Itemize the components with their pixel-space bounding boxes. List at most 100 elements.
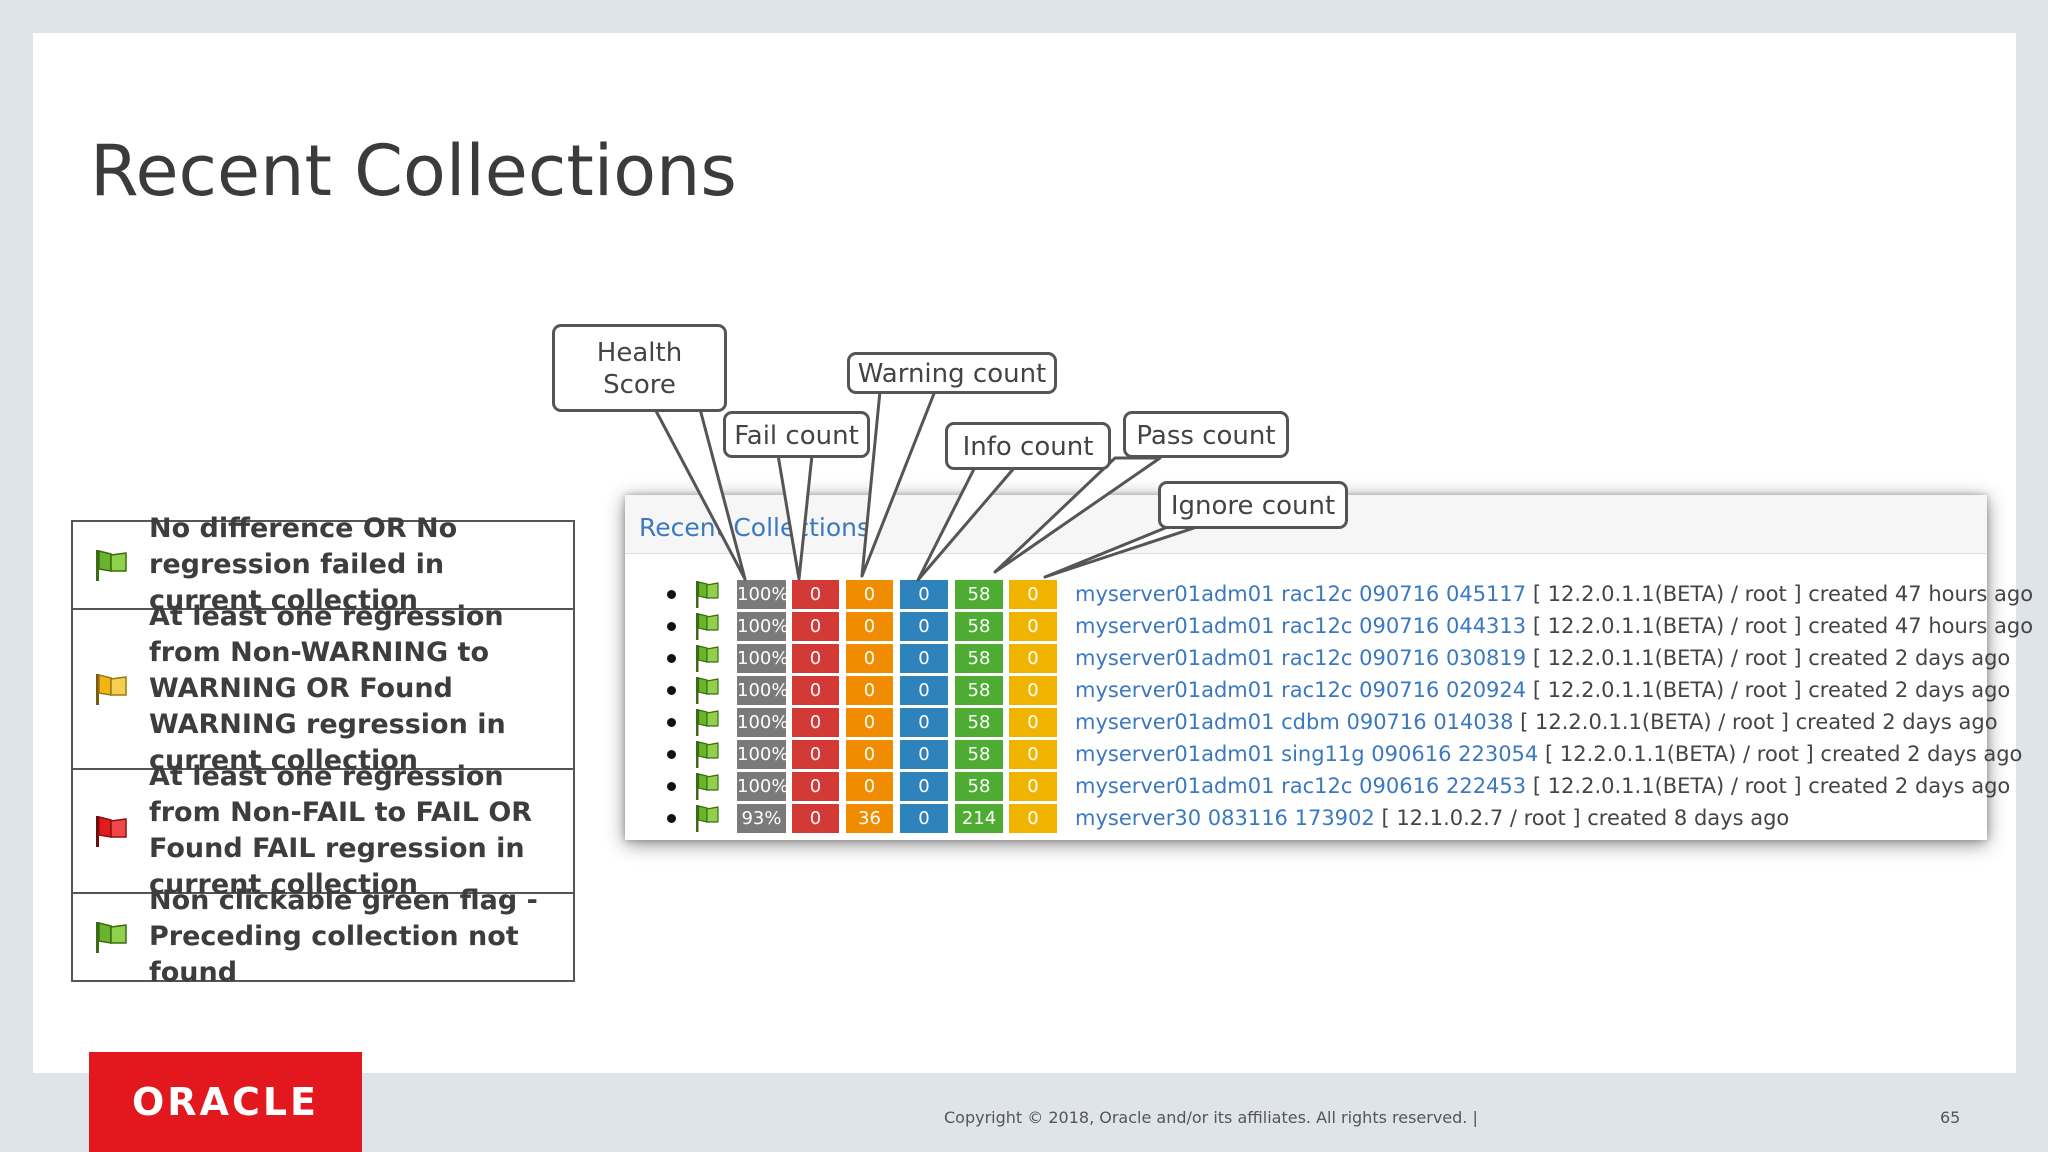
health-score-badge: 100% bbox=[737, 676, 786, 705]
fail-count-badge: 0 bbox=[792, 644, 839, 673]
health-score-badge: 100% bbox=[737, 644, 786, 673]
fail-count-badge: 0 bbox=[792, 708, 839, 737]
collection-info: myserver01adm01 rac12c 090716 045117 [ 1… bbox=[1075, 582, 2033, 606]
pass-count-badge: 58 bbox=[955, 580, 1003, 609]
warning-count-badge: 0 bbox=[846, 580, 893, 609]
bullet bbox=[667, 622, 676, 631]
green-flag-icon[interactable] bbox=[693, 675, 721, 709]
bullet bbox=[667, 718, 676, 727]
yellow-flag-icon bbox=[73, 671, 149, 707]
warning-count-badge: 36 bbox=[846, 804, 893, 833]
fail-count-badge: 0 bbox=[792, 772, 839, 801]
warning-count-badge: 0 bbox=[846, 612, 893, 641]
green-flag-icon[interactable] bbox=[693, 643, 721, 677]
fail-count-badge: 0 bbox=[792, 580, 839, 609]
ignore-count-badge: 0 bbox=[1009, 804, 1057, 833]
collection-link[interactable]: myserver01adm01 rac12c 090716 020924 bbox=[1075, 678, 1527, 702]
green-flag-icon[interactable] bbox=[693, 803, 721, 837]
red-flag-icon bbox=[73, 813, 149, 849]
callout-label: Info count bbox=[962, 432, 1094, 462]
flag-legend-table: No difference OR No regression failed in… bbox=[71, 513, 575, 988]
collection-link[interactable]: myserver01adm01 cdbm 090716 014038 bbox=[1075, 710, 1514, 734]
warning-count-badge: 0 bbox=[846, 644, 893, 673]
green-flag-icon[interactable] bbox=[693, 611, 721, 645]
collection-link[interactable]: myserver01adm01 rac12c 090616 222453 bbox=[1075, 774, 1527, 798]
green-flag-icon[interactable] bbox=[693, 739, 721, 773]
health-score-badge: 100% bbox=[737, 580, 786, 609]
green-flag-icon[interactable] bbox=[693, 771, 721, 805]
oracle-logo: ORACLE bbox=[89, 1052, 362, 1152]
pass-count-badge: 58 bbox=[955, 708, 1003, 737]
collection-meta: [ 12.2.0.1.1(BETA) / root ] created 2 da… bbox=[1532, 774, 2011, 798]
fail-count-badge: 0 bbox=[792, 676, 839, 705]
collection-meta: [ 12.2.0.1.1(BETA) / root ] created 47 h… bbox=[1532, 614, 2034, 638]
fail-count-badge: 0 bbox=[792, 612, 839, 641]
legend-row-yellow: At least one regression from Non-WARNING… bbox=[73, 601, 573, 776]
callout-label: Pass count bbox=[1136, 421, 1276, 451]
ignore-count-badge: 0 bbox=[1009, 708, 1057, 737]
page-title: Recent Collections bbox=[90, 130, 737, 212]
ignore-count-badge: 0 bbox=[1009, 676, 1057, 705]
collection-link[interactable]: myserver01adm01 rac12c 090716 030819 bbox=[1075, 646, 1527, 670]
health-score-callout: Health Score bbox=[552, 324, 727, 412]
info-count-badge: 0 bbox=[900, 580, 948, 609]
collection-meta: [ 12.2.0.1.1(BETA) / root ] created 2 da… bbox=[1544, 742, 2023, 766]
fail-count-callout: Fail count bbox=[723, 411, 870, 458]
green-flag-icon bbox=[73, 547, 149, 583]
bullet bbox=[667, 782, 676, 791]
collection-link[interactable]: myserver01adm01 sing11g 090616 223054 bbox=[1075, 742, 1539, 766]
collection-meta: [ 12.2.0.1.1(BETA) / root ] created 2 da… bbox=[1532, 678, 2011, 702]
info-count-badge: 0 bbox=[900, 740, 948, 769]
collection-meta: [ 12.2.0.1.1(BETA) / root ] created 2 da… bbox=[1520, 710, 1998, 734]
health-score-badge: 100% bbox=[737, 708, 786, 737]
bullet bbox=[667, 590, 676, 599]
ignore-count-badge: 0 bbox=[1009, 580, 1057, 609]
pass-count-badge: 214 bbox=[955, 804, 1003, 833]
health-score-badge: 100% bbox=[737, 772, 786, 801]
callout-label: Fail count bbox=[734, 421, 859, 451]
info-count-badge: 0 bbox=[900, 772, 948, 801]
info-count-badge: 0 bbox=[900, 612, 948, 641]
copyright-text: Copyright © 2018, Oracle and/or its affi… bbox=[944, 1108, 1478, 1127]
warning-count-callout: Warning count bbox=[847, 352, 1057, 394]
legend-text: No difference OR No regression failed in… bbox=[149, 513, 458, 616]
callout-label: Health Score bbox=[596, 338, 683, 400]
collection-info: myserver01adm01 rac12c 090716 020924 [ 1… bbox=[1075, 678, 2010, 702]
green-flag-icon bbox=[73, 919, 149, 955]
collection-info: myserver01adm01 sing11g 090616 223054 [ … bbox=[1075, 742, 2022, 766]
green-flag-icon[interactable] bbox=[693, 579, 721, 613]
collection-link[interactable]: myserver01adm01 rac12c 090716 045117 bbox=[1075, 582, 1527, 606]
collection-meta: [ 12.2.0.1.1(BETA) / root ] created 2 da… bbox=[1532, 646, 2011, 670]
pass-count-badge: 58 bbox=[955, 644, 1003, 673]
ignore-count-callout: Ignore count bbox=[1158, 481, 1348, 529]
pass-count-badge: 58 bbox=[955, 612, 1003, 641]
legend-row-green: No difference OR No regression failed in… bbox=[73, 513, 573, 616]
ignore-count-badge: 0 bbox=[1009, 644, 1057, 673]
collection-link[interactable]: myserver01adm01 rac12c 090716 044313 bbox=[1075, 614, 1527, 638]
collection-info: myserver30 083116 173902 [ 12.1.0.2.7 / … bbox=[1075, 806, 1789, 830]
pass-count-badge: 58 bbox=[955, 740, 1003, 769]
bullet bbox=[667, 686, 676, 695]
fail-count-badge: 0 bbox=[792, 740, 839, 769]
health-score-badge: 93% bbox=[737, 804, 786, 833]
pass-count-badge: 58 bbox=[955, 772, 1003, 801]
callout-label: Ignore count bbox=[1170, 491, 1336, 521]
info-count-badge: 0 bbox=[900, 804, 948, 833]
legend-row-nonclickable: Non clickable green flag - Preceding col… bbox=[73, 885, 573, 988]
info-count-badge: 0 bbox=[900, 708, 948, 737]
legend-text: At least one regression from Non-FAIL to… bbox=[149, 761, 533, 900]
ignore-count-badge: 0 bbox=[1009, 740, 1057, 769]
collection-link[interactable]: myserver30 083116 173902 bbox=[1075, 806, 1375, 830]
warning-count-badge: 0 bbox=[846, 708, 893, 737]
health-score-badge: 100% bbox=[737, 740, 786, 769]
green-flag-icon[interactable] bbox=[693, 707, 721, 741]
collection-meta: [ 12.2.0.1.1(BETA) / root ] created 47 h… bbox=[1532, 582, 2034, 606]
panel-title: Recent Collections bbox=[639, 513, 871, 542]
